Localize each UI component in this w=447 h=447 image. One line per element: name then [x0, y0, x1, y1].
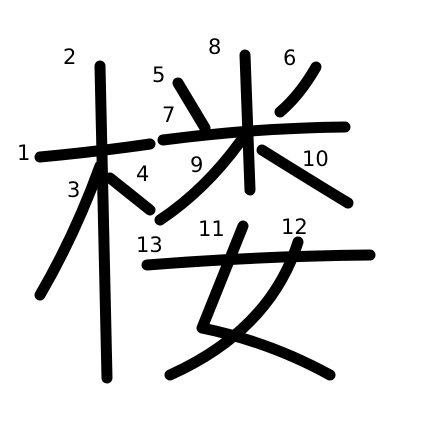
stroke-12	[164, 236, 304, 381]
stroke-1	[34, 138, 156, 163]
label-9: 9	[190, 153, 203, 177]
label-6: 6	[283, 46, 296, 70]
label-13: 13	[136, 233, 163, 257]
label-1: 1	[17, 141, 30, 165]
label-2: 2	[63, 45, 76, 69]
label-3: 3	[67, 178, 80, 202]
label-4: 4	[136, 162, 149, 186]
stroke-2	[94, 60, 113, 384]
stroke-6	[274, 61, 322, 118]
label-5: 5	[152, 63, 165, 87]
stroke-3	[34, 160, 106, 301]
label-11: 11	[198, 217, 225, 241]
label-8: 8	[208, 35, 221, 59]
stroke-10	[256, 144, 354, 209]
stroke-7	[157, 121, 351, 146]
stroke-8	[239, 49, 256, 196]
stroke-5	[172, 77, 211, 134]
stroke-4	[104, 172, 156, 216]
stroke-11	[196, 220, 336, 381]
label-12: 12	[281, 215, 308, 239]
label-7: 7	[162, 103, 175, 127]
label-10: 10	[302, 147, 329, 171]
stroke-13	[141, 249, 376, 271]
stroke-9	[154, 136, 246, 226]
